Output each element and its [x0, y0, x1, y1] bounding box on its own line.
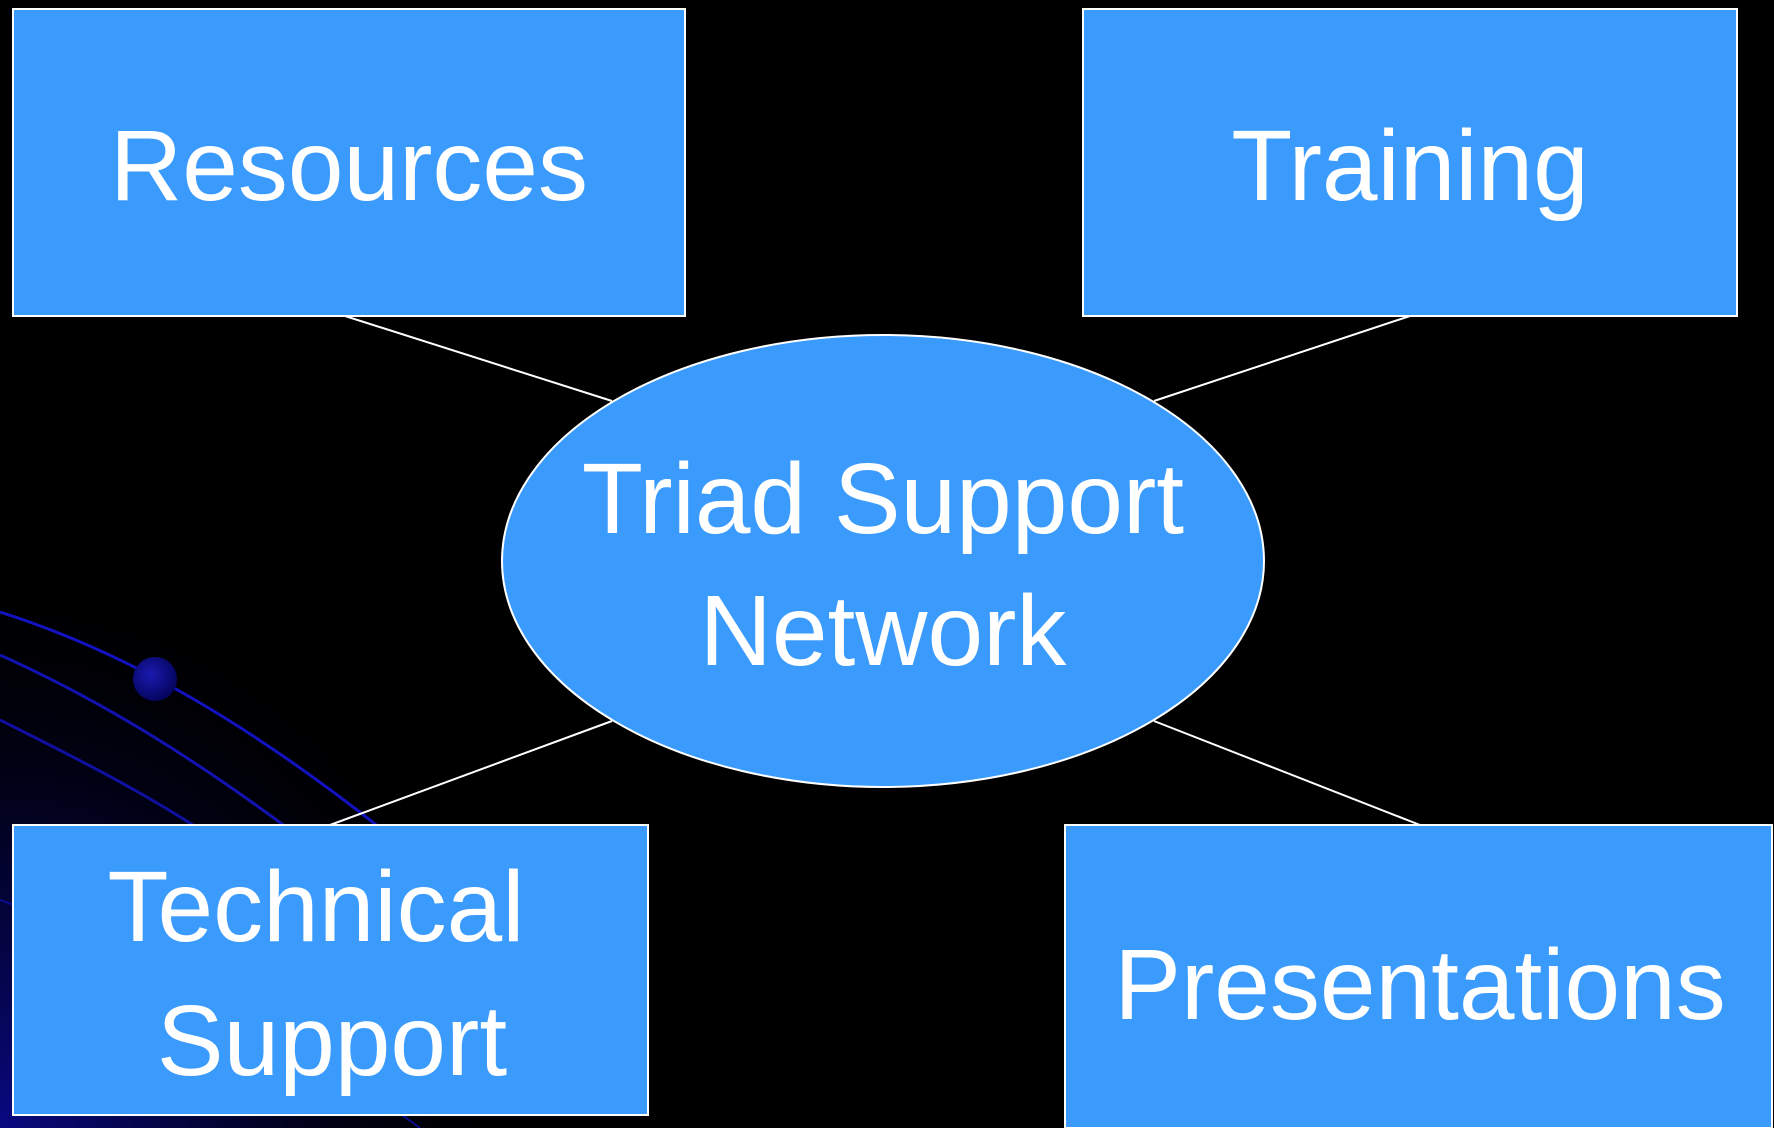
node-presentations: Presentations: [1064, 824, 1773, 1128]
connectors: [329, 315, 1421, 826]
decorative-orb: [133, 657, 177, 701]
center-node-label-line1: Triad Support: [582, 443, 1184, 555]
decorative-arc: [0, 610, 421, 862]
node-technical-support-label-line1: Technical: [108, 851, 525, 963]
node-training-box: [1082, 8, 1738, 317]
center-node-ellipse: [501, 334, 1265, 788]
connector-training: [1153, 315, 1411, 402]
node-resources-label: Resources: [110, 110, 588, 222]
node-training-label: Training: [1231, 110, 1589, 222]
connector-resources: [344, 315, 613, 402]
center-node: Triad Support Network: [501, 334, 1265, 788]
connector-technical-support: [329, 720, 613, 826]
node-presentations-box: [1064, 824, 1773, 1128]
node-resources: Resources: [12, 8, 686, 317]
connector-presentations: [1153, 720, 1421, 826]
center-node-label-line2: Network: [700, 575, 1068, 687]
node-technical-support: Technical Support: [12, 824, 649, 1116]
node-resources-box: [12, 8, 686, 317]
node-technical-support-label-line2: Support: [157, 985, 507, 1097]
node-training: Training: [1082, 8, 1738, 317]
node-technical-support-box: [12, 824, 649, 1116]
decorative-arc: [0, 653, 331, 862]
node-presentations-label: Presentations: [1114, 929, 1725, 1041]
